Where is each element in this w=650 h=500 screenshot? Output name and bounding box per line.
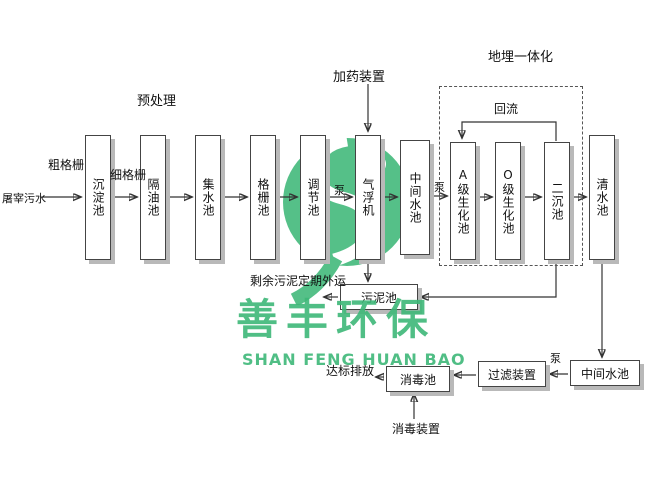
- label-sludge-haul-note: 剩余污泥定期外运: [250, 274, 347, 288]
- tank-sludge: 污泥池: [340, 284, 418, 310]
- label-discharge: 达标排放: [326, 364, 375, 378]
- tank-intermediate-2: 中间水池: [570, 360, 640, 386]
- label-fine-screen: 细格栅: [110, 168, 147, 182]
- tank-oil-separation: 隔油池: [140, 135, 166, 260]
- label-reflux: 回流: [494, 102, 519, 116]
- label-pretreatment: 预处理: [137, 94, 177, 109]
- tank-a-biochemical: A级生化池: [450, 142, 476, 260]
- tank-screen: 格栅池: [250, 135, 276, 260]
- label-pump-2: 泵: [434, 181, 445, 194]
- tank-clean-water: 清水池: [589, 135, 615, 260]
- arrow-secondary-to-sludge: [422, 261, 557, 297]
- tank-intermediate-1: 中间水池: [400, 140, 430, 255]
- label-pump-3: 泵: [550, 352, 561, 365]
- tank-secondary-sedimentation: 二沉池: [544, 142, 570, 260]
- label-dosing-device: 加药装置: [333, 70, 386, 85]
- tank-collection: 集水池: [195, 135, 221, 260]
- label-disinfection-device: 消毒装置: [392, 422, 441, 436]
- tank-o-biochemical: O级生化池: [495, 142, 521, 260]
- label-underground-integration: 地埋一体化: [488, 50, 554, 65]
- label-source-water: 屠宰污水: [2, 192, 46, 205]
- tank-air-flotation: 气浮机: [355, 135, 381, 260]
- label-pump-1: 泵: [334, 184, 345, 197]
- tank-sedimentation: 沉淀池: [85, 135, 111, 260]
- label-coarse-screen: 粗格栅: [48, 158, 85, 172]
- tank-disinfection: 消毒池: [386, 366, 450, 392]
- tank-regulating: 调节池: [300, 135, 326, 260]
- tank-filter-device: 过滤装置: [478, 361, 546, 387]
